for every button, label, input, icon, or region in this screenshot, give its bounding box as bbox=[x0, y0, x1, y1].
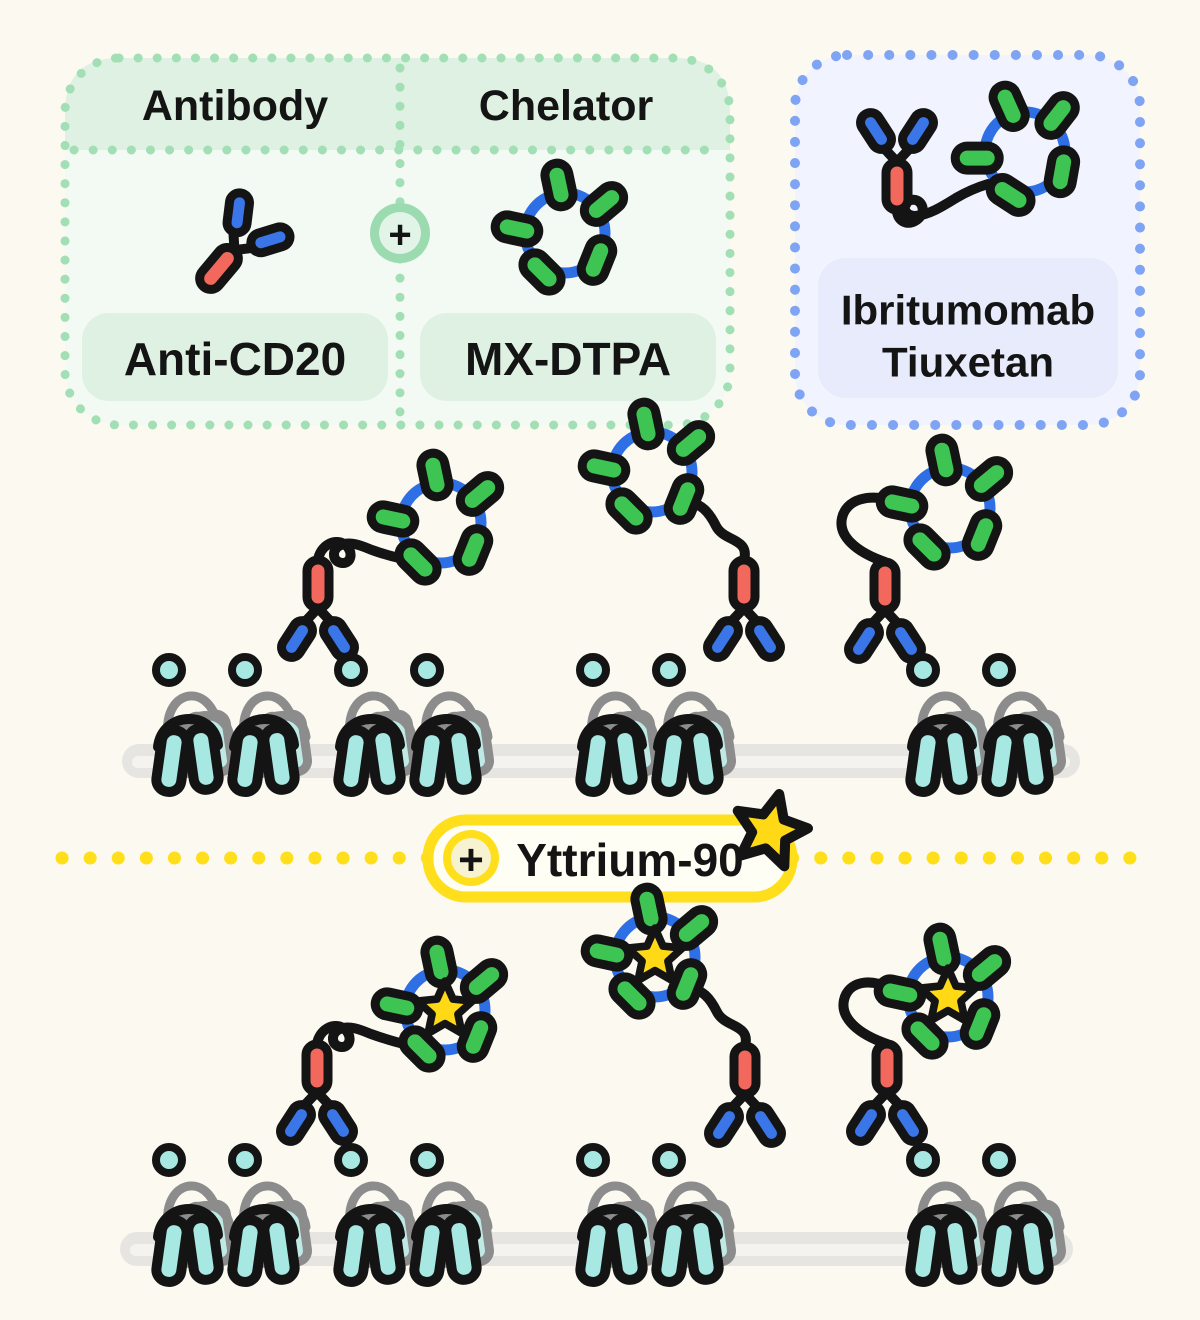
antibody-icon bbox=[845, 562, 926, 663]
cd20-receptor-icon bbox=[909, 1147, 987, 1284]
chelator-with-yttrium-icon bbox=[583, 885, 719, 1020]
antibody-label-pill bbox=[82, 313, 388, 401]
radiolabeled-conjugate-2 bbox=[583, 885, 785, 1147]
cd20-receptor-icon bbox=[579, 1147, 657, 1284]
plus-icon: + bbox=[388, 213, 411, 257]
cd20-receptor-icon bbox=[909, 657, 987, 794]
conjugate-name-line2: Tiuxetan bbox=[882, 339, 1054, 386]
cd20-receptor-icon bbox=[155, 657, 233, 794]
cd20-receptor-icon bbox=[413, 657, 491, 794]
antibody-icon bbox=[847, 1044, 928, 1145]
antibody-chelator-conjugate-2 bbox=[580, 400, 784, 661]
conjugate-label-pill bbox=[818, 258, 1118, 398]
cd20-receptor-icon bbox=[985, 1147, 1063, 1284]
yttrium-label: Yttrium-90 bbox=[516, 834, 743, 886]
linker bbox=[838, 977, 899, 1049]
cd20-receptor-icon bbox=[231, 1147, 309, 1284]
chelator-icon bbox=[369, 451, 505, 586]
radiolabeled-conjugate-1 bbox=[277, 938, 509, 1145]
cd20-receptor-icon bbox=[655, 657, 733, 794]
cd20-receptor-icon bbox=[337, 1147, 415, 1284]
cd20-receptors-top bbox=[155, 657, 1063, 794]
chelator-header: Chelator bbox=[479, 82, 654, 130]
panel-border bbox=[60, 53, 735, 430]
linker bbox=[836, 492, 901, 567]
cd20-receptor-icon bbox=[231, 657, 309, 794]
conjugate-panel: Ibritumomab Tiuxetan bbox=[790, 50, 1145, 430]
radiolabeled-conjugate-3 bbox=[838, 925, 1012, 1145]
chelator-with-yttrium-icon bbox=[373, 938, 509, 1073]
cd20-receptor-icon bbox=[985, 657, 1063, 794]
linker bbox=[313, 537, 417, 568]
cd20-receptor-icon bbox=[413, 1147, 491, 1284]
antibody-chelator-conjugate-3 bbox=[836, 436, 1014, 663]
conjugate-icon bbox=[857, 68, 1101, 228]
yttrium-plus-icon: + bbox=[458, 836, 484, 885]
yttrium-pill bbox=[422, 814, 798, 903]
antibody-label: Anti-CD20 bbox=[124, 333, 346, 385]
antibody-icon bbox=[705, 1046, 786, 1147]
antibody-icon bbox=[704, 560, 785, 661]
antibody-icon bbox=[278, 560, 359, 661]
chelator-label-pill bbox=[420, 313, 716, 401]
antibody-chelator-panel: Antibody Chelator + Anti-CD20 MX-DTPA bbox=[60, 53, 735, 430]
antibody-chelator-conjugate-1 bbox=[278, 451, 505, 661]
cd20-receptors-bottom bbox=[155, 1147, 1063, 1284]
cd20-receptor-icon bbox=[579, 657, 657, 794]
yttrium-divider: + Yttrium-90 bbox=[55, 785, 1149, 903]
cd20-receptor-icon bbox=[155, 1147, 233, 1284]
cd20-receptor-icon bbox=[337, 657, 415, 794]
cd20-receptor-icon bbox=[655, 1147, 733, 1284]
antibody-header: Antibody bbox=[142, 82, 328, 130]
chelator-with-yttrium-icon bbox=[876, 925, 1012, 1060]
chelator-label: MX-DTPA bbox=[465, 333, 671, 385]
conjugate-name-line1: Ibritumomab bbox=[841, 287, 1095, 334]
antibody-icon bbox=[277, 1044, 358, 1145]
linker bbox=[312, 1021, 421, 1052]
chelator-icon bbox=[878, 436, 1014, 571]
